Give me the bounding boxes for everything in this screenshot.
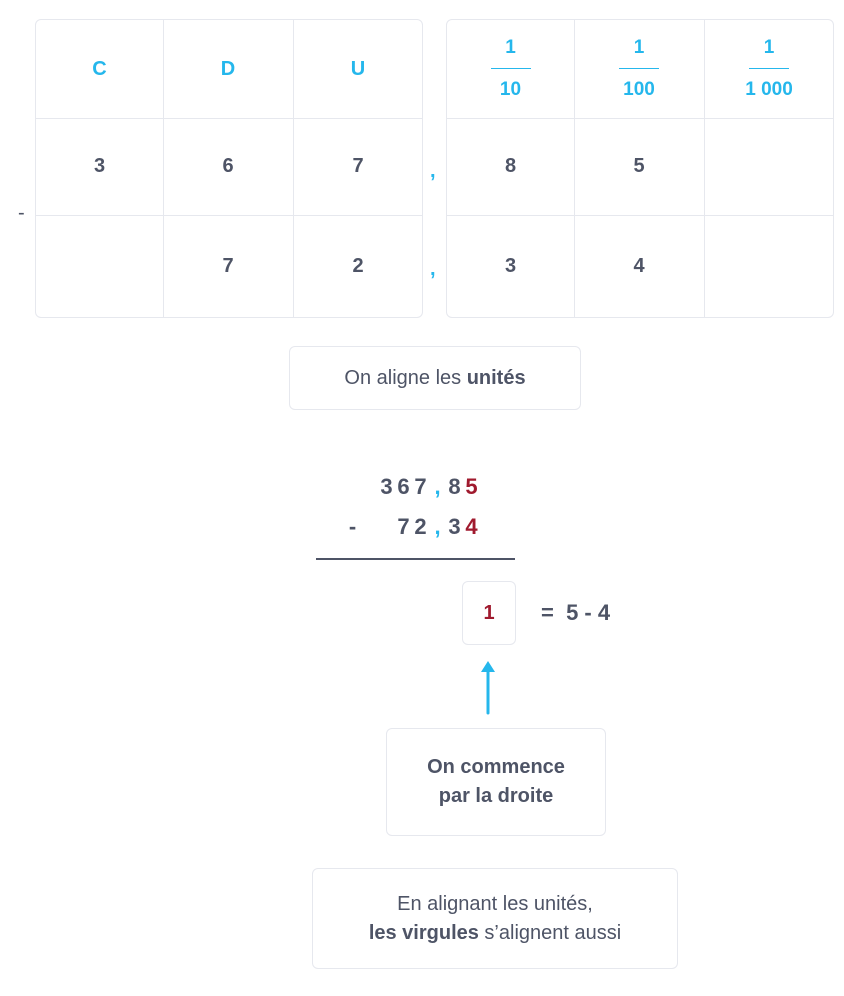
op1-digit-d: 6 (397, 474, 410, 499)
note-start-line1: On commence (427, 756, 565, 778)
row2-centiemes: 4 (633, 254, 645, 277)
note-start-line2: par la droite (438, 785, 554, 807)
decimal-table: 1 10 1 100 1 1 000 8 5 3 4 (446, 19, 834, 318)
op1-digit-c: 3 (380, 474, 393, 499)
frac-thousandth-num: 1 (763, 37, 775, 58)
row1-centaines: 3 (93, 155, 106, 177)
header-centaines: C (92, 57, 107, 80)
row1-unites: 7 (352, 155, 364, 177)
op1-digit-t: 8 (448, 474, 461, 499)
note-commas-line1: En alignant les unités, (397, 892, 593, 915)
row1-milliemes (704, 118, 834, 215)
header-milliemes: 1 1 000 (704, 20, 834, 118)
note-commas-align: En alignant les unités, les virgules s’a… (312, 868, 678, 969)
arrow-up-icon (481, 661, 495, 715)
op2-digit-d: 7 (397, 514, 410, 539)
result-equation: = 5 - 4 (541, 600, 611, 625)
row2-milliemes (704, 215, 834, 317)
note-align-bold: unités (466, 366, 526, 389)
frac-tenth-num: 1 (505, 37, 516, 58)
op1-digit-u: 7 (414, 474, 427, 499)
note-commas-suffix: s’alignent aussi (478, 921, 622, 944)
header-dizaines: D (220, 57, 236, 80)
row1-centiemes: 5 (633, 155, 645, 177)
op2-digit-u: 2 (414, 514, 427, 539)
header-centiemes: 1 100 (574, 20, 704, 118)
note-start-right: On commence par la droite (386, 728, 606, 836)
op2-minus: - (348, 514, 357, 539)
frac-hundredth-den: 100 (623, 79, 655, 100)
frac-tenth-den: 10 (499, 79, 522, 100)
note-align-units: On aligne les unités (289, 346, 581, 410)
row2-unites: 2 (352, 254, 364, 277)
frac-thousandth-den: 1 000 (745, 79, 793, 100)
result-box: 1 (462, 581, 516, 645)
op2-comma: , (434, 514, 441, 539)
op2-digit-t: 3 (448, 514, 461, 539)
row2-dixiemes: 3 (504, 254, 517, 277)
row2-comma: , (430, 258, 436, 280)
op1-digit-h: 5 (465, 474, 478, 499)
integer-table: C D U 3 6 7 7 2 (35, 19, 423, 318)
row2-dizaines: 7 (222, 254, 234, 277)
minus-sign: - (18, 202, 25, 224)
row2-centaines (36, 215, 163, 317)
op2-digit-h: 4 (465, 514, 478, 539)
frac-hundredth-num: 1 (633, 37, 645, 58)
note-commas-bold: les virgules (368, 921, 479, 944)
row1-dizaines: 6 (222, 155, 234, 177)
note-commas-line2: les virgules s’alignent aussi (369, 919, 621, 948)
note-align-prefix: On aligne les (344, 366, 467, 389)
row1-comma: , (430, 160, 436, 182)
row1-dixiemes: 8 (504, 155, 517, 177)
header-dixiemes: 1 10 (447, 20, 574, 118)
operation-rule (316, 558, 515, 560)
header-unites: U (350, 57, 366, 80)
op1-comma: , (434, 474, 441, 499)
